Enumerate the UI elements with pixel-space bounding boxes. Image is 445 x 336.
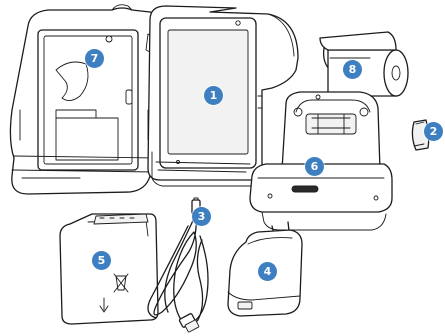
protective-case-icon (10, 5, 166, 194)
item-badge-2: 2 (424, 122, 443, 141)
item-badge-8: 8 (343, 60, 362, 79)
payment-terminal-icon (148, 6, 298, 186)
paper-roll-icon (320, 32, 408, 96)
item-badge-3: 3 (192, 207, 211, 226)
item-badge-4: 4 (258, 262, 277, 281)
item-badge-6: 6 (305, 157, 324, 176)
item-badge-1: 1 (204, 86, 223, 105)
battery-icon (60, 214, 158, 324)
item-badge-7: 7 (85, 49, 104, 68)
item-badge-5: 5 (92, 251, 111, 270)
